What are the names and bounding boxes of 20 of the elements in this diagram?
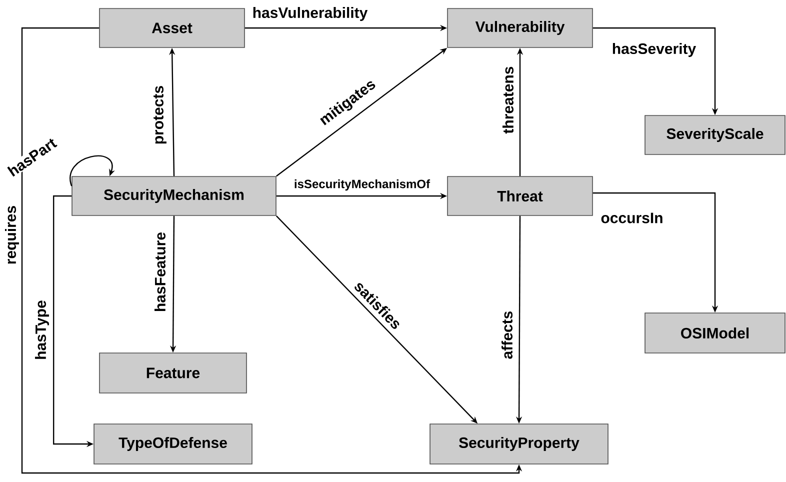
edge-label: isSecurityMechanismOf [292,178,432,192]
class-box: SecurityMechanism [72,176,276,216]
class-box: Vulnerability [447,8,593,48]
class-box: Feature [99,352,247,394]
class-box: TypeOfDefense [94,424,252,464]
class-box: Asset [99,8,245,48]
edge-label: protects [152,84,168,146]
edge-label: threatens [502,65,515,135]
edge-label: hasType [34,299,50,361]
class-box: Threat [447,176,593,216]
edge-label: affects [500,310,514,360]
edge-label: hasSeverity [610,42,698,58]
edge-label: occursIn [600,212,664,224]
edge-label: requires [4,204,20,266]
edge-label: hasFeature [154,231,166,314]
edge-label: hasVulnerability [251,6,369,22]
class-box: SecurityProperty [430,424,608,464]
class-box: OSIModel [644,312,786,354]
class-box: SeverityScale [644,115,786,155]
arrow [70,155,115,186]
